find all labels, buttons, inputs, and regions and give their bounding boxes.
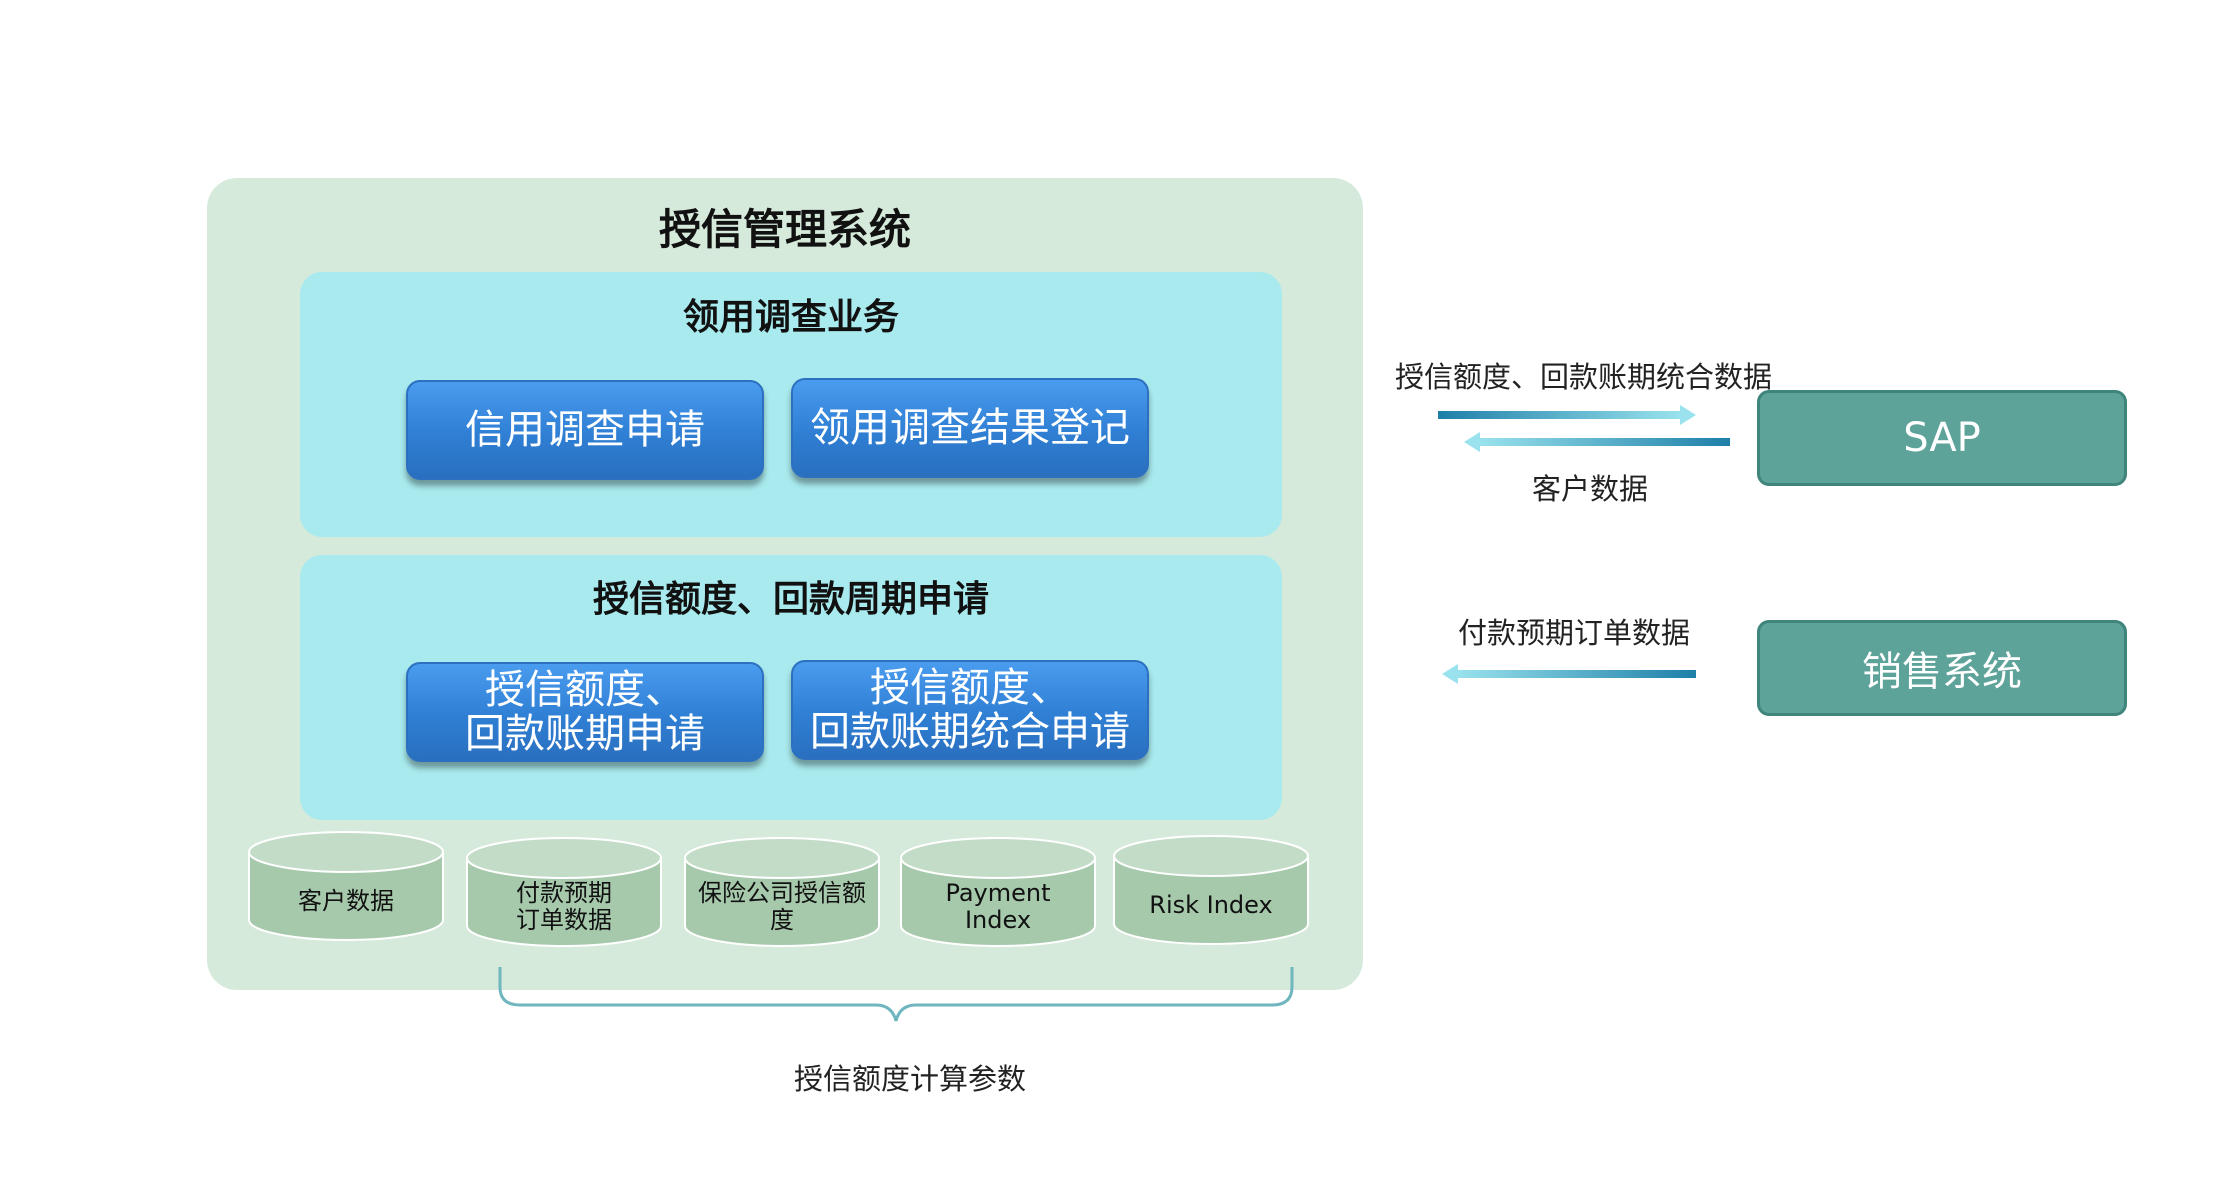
sap-system-label: SAP [1903,415,1981,461]
datastore-label-line2: 订单数据 [516,906,612,934]
button-label: 信用调查申请 [465,407,705,453]
arrow-left-icon [1464,432,1730,452]
credit-investigation-apply-button[interactable]: 信用调查申请 [406,380,764,480]
brace-label: 授信额度计算参数 [793,1062,1026,1096]
credit-limit-period-combined-apply-button[interactable]: 授信额度、 回款账期统合申请 [791,660,1149,760]
datastore-label-line2: Index [964,906,1032,934]
button-label-line1: 授信额度、 [485,667,685,713]
datastore-payment-index: Payment Index [899,836,1097,948]
datastore-payment-order-data: 付款预期 订单数据 [465,836,663,948]
datastore-insurer-credit-limit: 保险公司授信额 度 [683,836,881,948]
datastore-label: Risk Index [1120,874,1302,936]
datastore-label-line1: Risk Index [1149,890,1273,919]
datastore-label-line1: 保险公司授信额 [698,879,866,907]
datastore-label: 保险公司授信额 度 [691,876,873,938]
cylinder-icon [248,831,444,941]
arrow-right-icon [1438,405,1696,425]
button-label-line1: 授信额度、 [870,665,1070,711]
sales-system-label: 销售系统 [1862,649,2022,695]
section-title-credit-investigation: 领用调查业务 [682,297,899,338]
datastore-label-line2: 度 [770,906,794,934]
sales-incoming-label: 付款预期订单数据 [1458,616,1691,650]
button-label: 领用调查结果登记 [810,405,1130,451]
section-title-credit-limit-apply: 授信额度、回款周期申请 [592,579,989,620]
brace-icon [498,967,1294,1022]
button-label-line2: 回款账期申请 [465,711,705,757]
datastore-customer-data: 客户数据 [247,830,445,942]
cylinder-icon [1113,835,1309,945]
datastore-risk-index: Risk Index [1112,834,1310,946]
arrow-left-icon [1442,664,1696,684]
datastore-label-line1: 客户数据 [298,886,394,915]
datastore-label-line1: Payment [945,879,1051,907]
datastore-label: 客户数据 [255,870,437,932]
datastore-label: Payment Index [907,876,1089,938]
credit-limit-period-apply-button[interactable]: 授信额度、 回款账期申请 [406,662,764,762]
cylinder-icon [900,837,1096,947]
sap-outgoing-label: 授信额度、回款账期统合数据 [1395,360,1773,394]
button-label-line2: 回款账期统合申请 [810,709,1130,755]
cylinder-icon [466,837,662,947]
datastore-label: 付款预期 订单数据 [473,876,655,938]
sap-incoming-label: 客户数据 [1532,472,1649,506]
investigation-result-register-button[interactable]: 领用调查结果登记 [791,378,1149,478]
system-title: 授信管理系统 [658,205,911,254]
cylinder-icon [684,837,880,947]
datastore-label-line1: 付款预期 [516,879,612,907]
sales-system-box[interactable]: 销售系统 [1757,620,2127,716]
sap-system-box[interactable]: SAP [1757,390,2127,486]
